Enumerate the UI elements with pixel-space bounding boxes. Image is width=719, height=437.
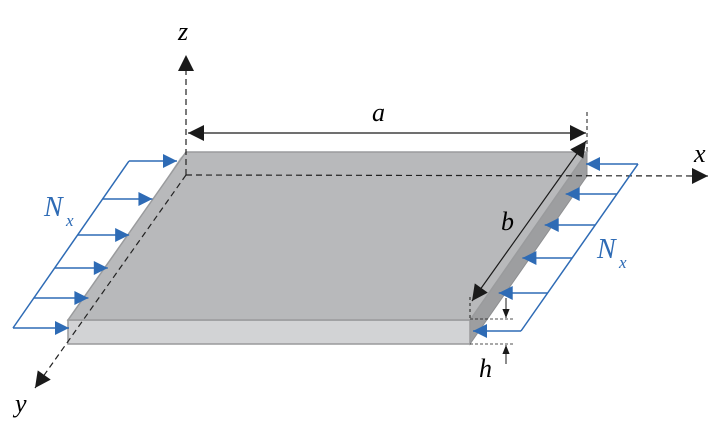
x-axis-label: x <box>693 139 706 168</box>
load-envelope-left <box>12 160 130 329</box>
dimensions <box>188 112 588 364</box>
plate-front-face <box>67 319 471 345</box>
axes <box>34 55 709 389</box>
load-label-right-main: N <box>596 234 617 265</box>
load-envelope-right <box>520 163 639 332</box>
load-label-left: N x <box>43 192 74 230</box>
plate-top-face <box>66 151 589 321</box>
dimension-a-label: a <box>372 98 385 127</box>
dimension-b-line <box>471 140 587 302</box>
dimension-h-label: h <box>479 354 492 383</box>
z-axis-label: z <box>177 17 188 46</box>
load-label-left-main: N <box>43 192 64 223</box>
load-label-right: N x <box>596 234 627 272</box>
load-label-left-sub: x <box>65 211 74 230</box>
x-axis <box>185 167 709 184</box>
y-axis <box>34 174 187 389</box>
y-axis-label: y <box>12 389 27 418</box>
loads <box>12 154 639 338</box>
load-label-right-sub: x <box>618 253 627 272</box>
dimension-b-label: b <box>501 207 514 236</box>
